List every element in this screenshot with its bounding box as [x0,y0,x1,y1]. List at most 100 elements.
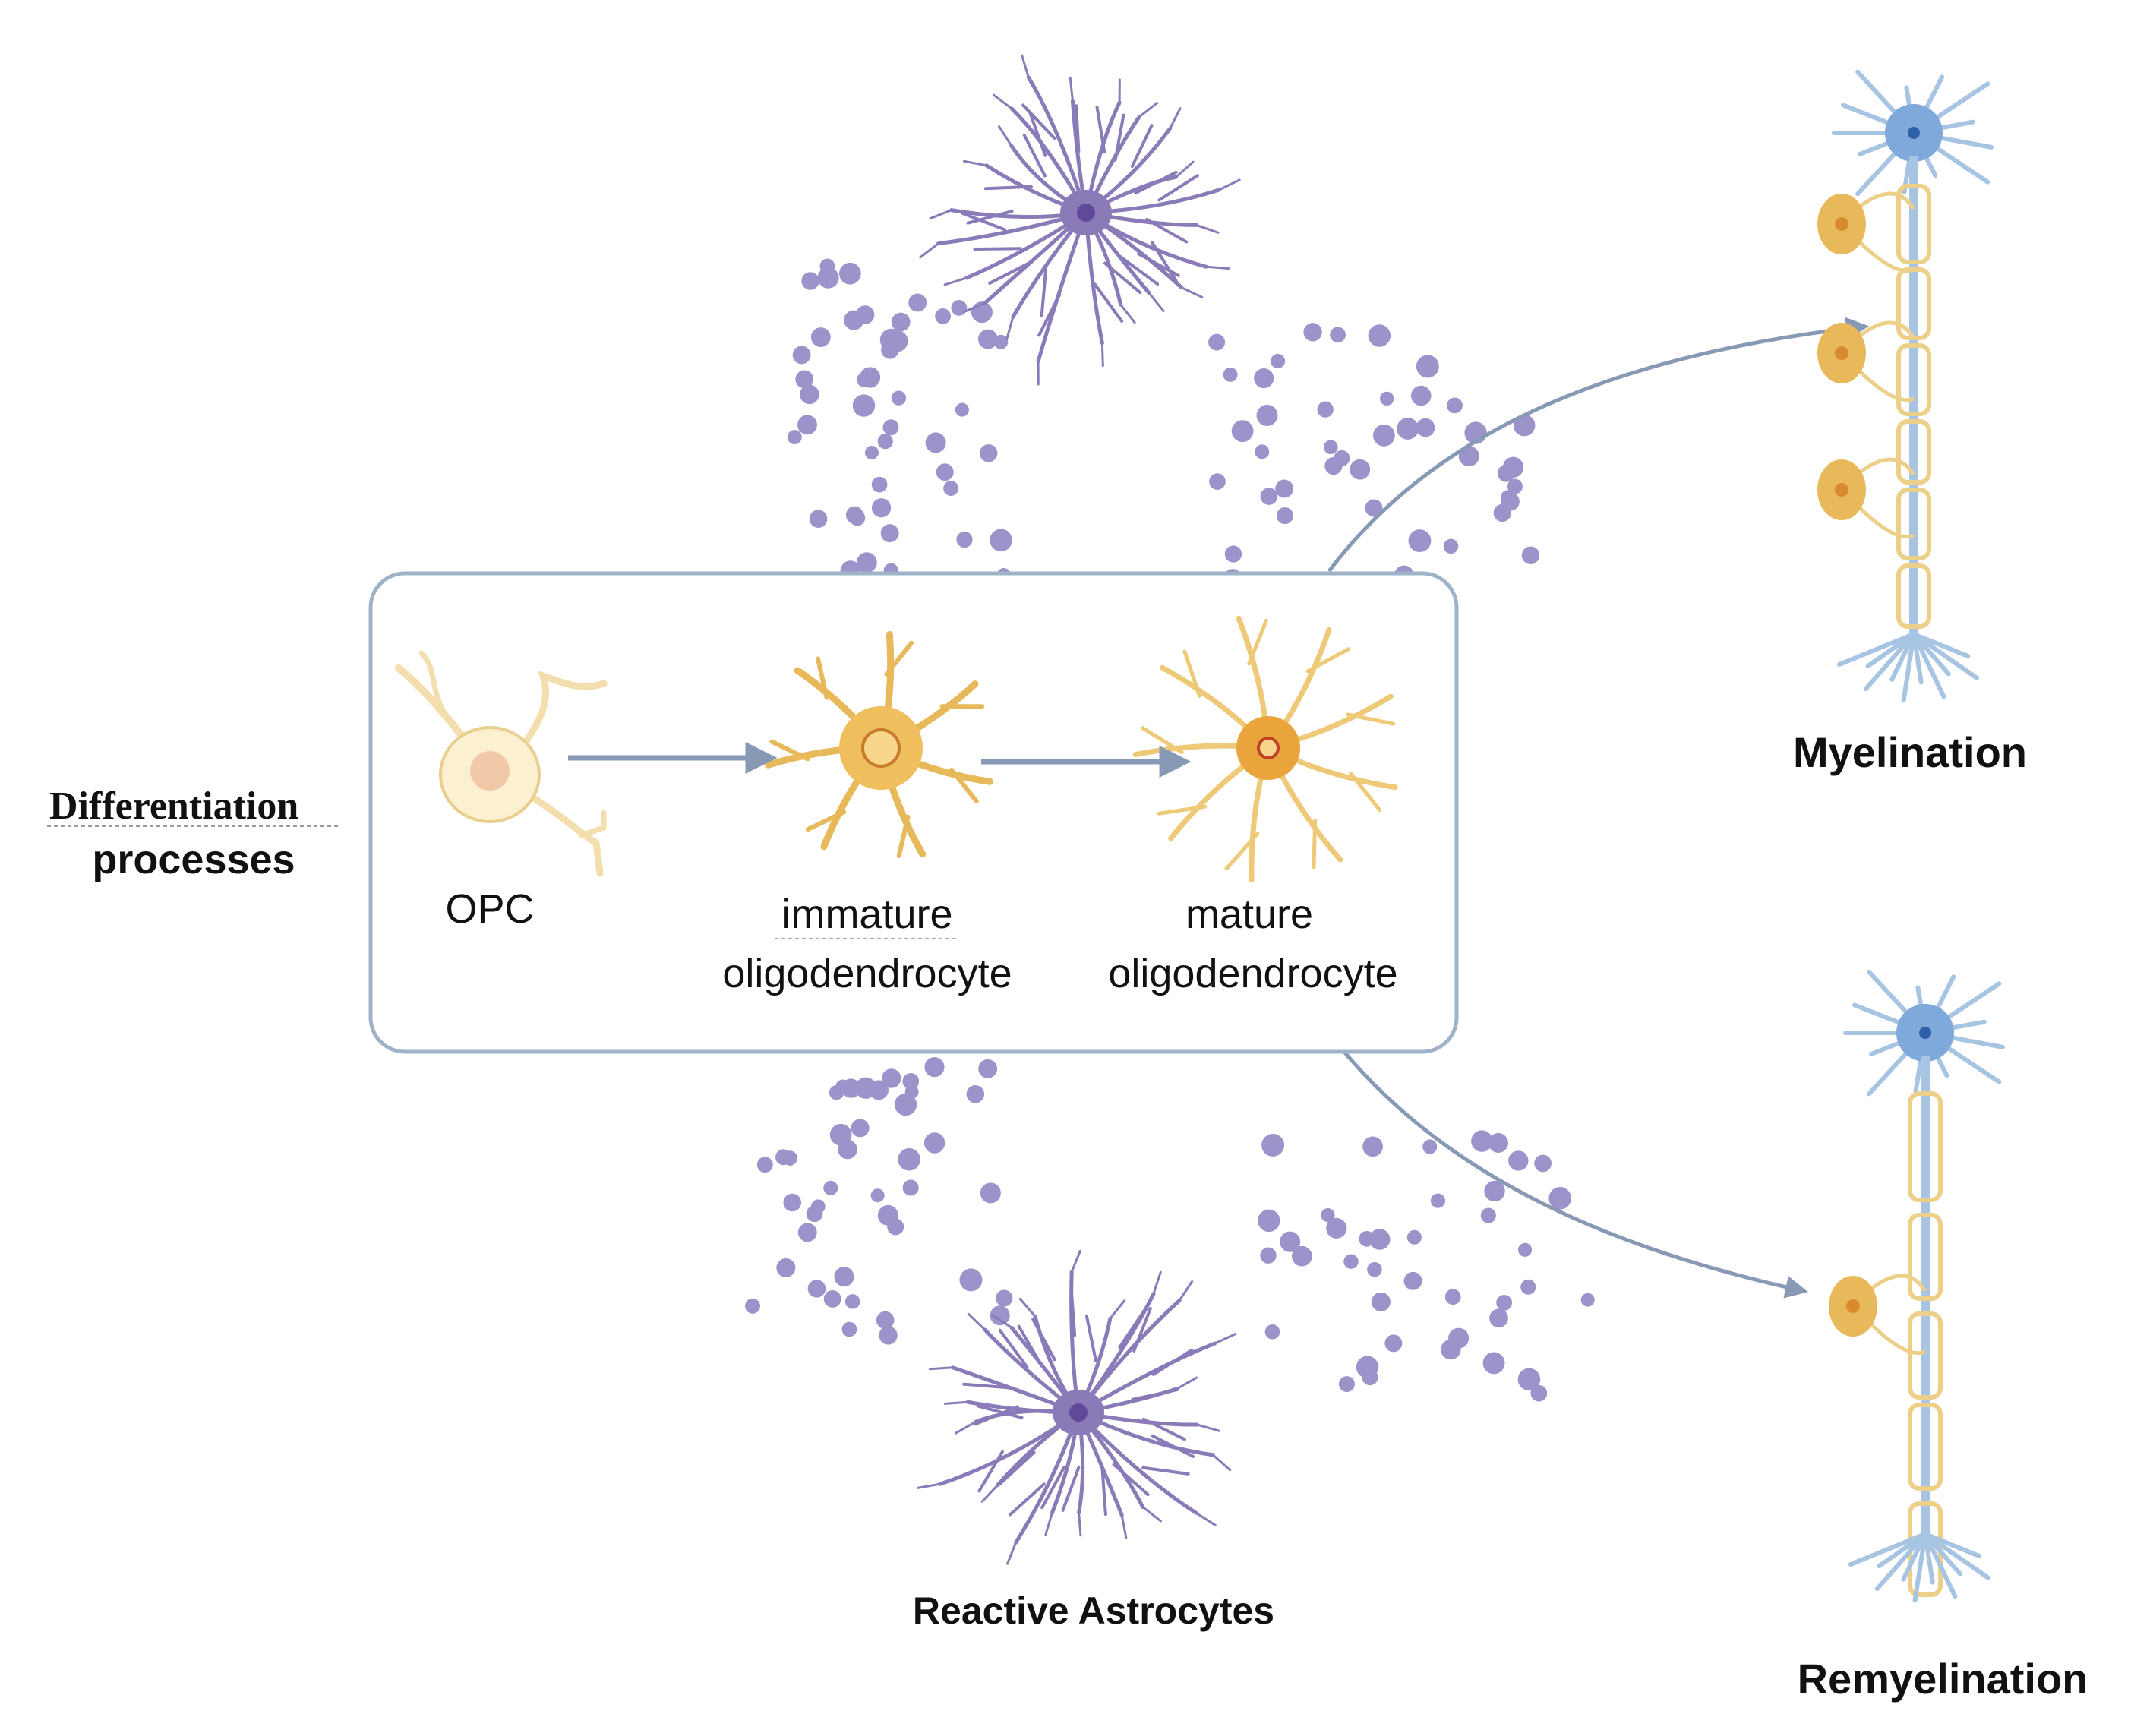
signal-dot [1338,1376,1355,1393]
signal-dot [844,1294,860,1309]
arrow-to-remyelination [1343,1050,1808,1299]
signal-dot [908,293,927,312]
signal-dot [1410,385,1432,406]
signal-dot [745,1298,761,1314]
signal-dot [1416,355,1439,378]
signal-dot [924,1057,945,1078]
signal-dot [1548,1187,1571,1210]
signal-dot [1260,1247,1277,1264]
signal-dot [869,1080,889,1100]
signal-dot [1258,1209,1280,1233]
mature-label-line1: mature [1185,892,1313,937]
signal-dot [810,1199,826,1214]
signal-dot [882,419,899,436]
signal-dot [1430,1193,1445,1208]
signal-dot [783,1193,802,1212]
signal-dot [1497,464,1515,482]
signal-dot [1458,446,1479,467]
signal-dot [870,1188,885,1203]
signal-dot [792,346,811,365]
signal-dot [849,510,866,526]
signal-dot [1447,397,1463,414]
signal-dot [1261,1133,1285,1157]
signal-dot [1317,401,1334,418]
opc-label: OPC [445,886,534,932]
signal-dot [1508,1150,1529,1171]
signal-dot [1224,545,1242,563]
signal-dot [980,1182,1001,1204]
differentiation-label-line1: Differentiation [49,784,298,828]
signal-dot [823,1289,841,1308]
signal-dot [955,402,969,417]
signal-dot [1321,1208,1335,1223]
differentiation-box [368,571,1459,1054]
myelination-label: Myelination [1793,728,2027,776]
signal-dot [977,329,998,349]
signal-dot [1496,1294,1513,1311]
signal-dot [1384,1334,1403,1353]
signal-dot [795,370,814,389]
immature-label-line1: immature [781,892,952,937]
signal-dot [966,1084,985,1103]
signal-dot [891,312,911,332]
signal-dot [1406,1229,1422,1245]
signal-dot [807,1280,826,1298]
signal-dot [1209,473,1226,490]
signal-dot [925,432,946,453]
signal-dot [1489,1308,1508,1328]
signal-dot [852,394,876,417]
signal-dot [879,1326,898,1345]
signal-dot [1471,1130,1493,1152]
signal-dot [978,1059,998,1078]
signal-dot [841,1321,857,1337]
signal-dot [782,1150,797,1166]
signal-dot [1441,1339,1461,1360]
signal-dot [834,1267,854,1287]
signal-dot [1521,546,1540,564]
signal-dot [1255,444,1270,459]
signal-dot [851,1119,870,1138]
signal-dot [1350,459,1371,480]
signal-dot [1367,1261,1382,1277]
signal-dot [1422,1139,1438,1154]
signal-dot [1493,503,1511,522]
signal-dot [943,481,959,496]
signal-dot [787,430,802,445]
signal-dot [880,524,899,543]
signal-dot [1520,1279,1536,1295]
astrocyte-cell-icon-top [919,54,1241,386]
signal-dot [801,272,819,290]
signal-dot [1517,1368,1541,1391]
signal-dot [855,305,875,324]
signal-dot [1231,420,1254,443]
signal-dot [1223,367,1238,382]
signal-dot [1484,1180,1505,1202]
signal-dot [1580,1293,1595,1307]
signal-dot [1334,450,1350,466]
immature-oligodendrocyte-icon [765,630,993,858]
signal-dot [1292,1245,1312,1267]
signal-dot [871,498,892,518]
signal-dot [1254,368,1274,389]
signal-dot [956,531,973,548]
signal-dot [1403,1271,1422,1290]
signal-dot [894,1093,917,1116]
signal-dot [1534,1154,1552,1173]
signal-dot [959,1268,983,1292]
signal-dot [877,433,893,450]
signal-dot [756,1157,773,1173]
signal-dot [1480,1207,1496,1223]
signal-dot [1208,333,1226,351]
signal-dot [809,510,828,528]
signal-dot [1324,440,1338,455]
signal-dot [1530,1384,1548,1402]
signal-dot [856,373,871,387]
signal-dot [876,1311,895,1330]
signal-dot [797,1223,817,1242]
signal-dot [1368,324,1391,347]
signal-dot [1326,1217,1347,1239]
mature-label-line2: oligodendrocyte [1108,951,1397,996]
differentiation-label-line2: processes [92,837,295,882]
signal-dot [1369,1229,1391,1250]
